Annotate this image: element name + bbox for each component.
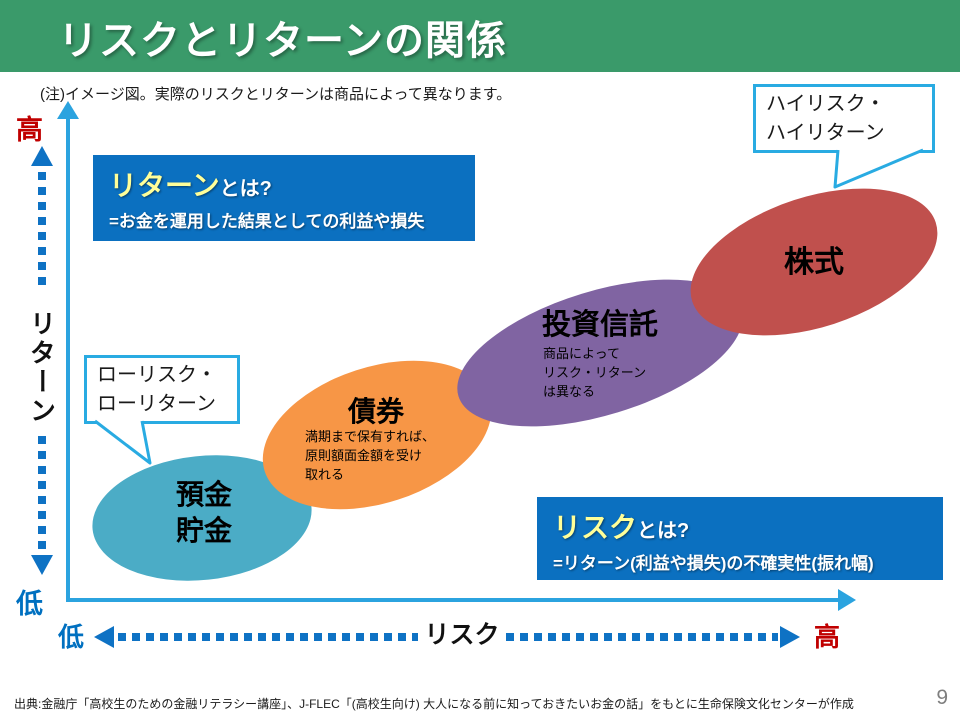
y-axis-arrow-icon [57,101,79,119]
x-axis-title: リスク [424,621,500,649]
low-risk-callout-line2: ローリターン [97,393,216,415]
y-dotted-line-upper [38,172,46,290]
fund-note-line2: リスク・リターン [543,364,647,380]
bond-note: 満期まで保有すれば、 原則額面金額を受け 取れる [305,428,455,485]
x-dotted-line-left [118,633,418,641]
title-bar [0,0,960,72]
slide-title: リスクとリターンの関係 [58,19,507,63]
risk-definition-box: リスクとは? =リターン(利益や損失)の不確実性(振れ幅) [537,497,943,580]
x-axis-line [66,598,840,602]
y-axis-high-label: 高 [16,115,43,145]
y-dotted-line-lower [38,436,46,550]
stock-label: 株式 [784,246,844,279]
fund-note-line1: 商品によって [543,346,620,361]
fund-note-line3: は異なる [543,383,596,399]
return-definition-box: リターンとは? =お金を運用した結果としての利益や損失 [93,155,475,241]
y-axis-title: リターン [26,310,57,426]
return-definition-heading: リターンとは? [109,164,459,204]
risk-term-suffix: とは? [637,520,690,542]
high-risk-callout: ハイリスク・ ハイリターン [753,84,935,153]
high-risk-callout-line1: ハイリスク・ [766,93,886,115]
dotted-arrow-left-icon [94,626,114,648]
bond-label: 債券 [347,396,404,427]
high-risk-callout-line2: ハイリターン [766,122,885,144]
fund-note: 商品によって リスク・リターン は異なる [543,345,693,402]
bond-note-line3: 取れる [305,466,345,482]
y-axis-low-label: 低 [16,589,43,619]
fund-label: 投資信託 [541,309,658,341]
risk-definition-heading: リスクとは? [553,506,927,546]
caveat-note: (注)イメージ図。実際のリスクとリターンは商品によって異なります。 [40,86,512,103]
dotted-arrow-up-icon [31,146,53,166]
x-axis-arrow-icon [838,589,856,611]
x-axis-high-label: 高 [814,622,841,652]
return-term-suffix: とは? [219,178,272,200]
return-definition-body: =お金を運用した結果としての利益や損失 [109,212,425,231]
dotted-arrow-down-icon [31,555,53,575]
risk-term: リスク [553,512,638,543]
deposit-label-line1: 預金 [175,479,232,510]
deposit-label: 預金 貯金 [148,477,260,550]
bond-note-line2: 原則額面金額を受け [305,447,423,463]
y-axis-line [66,116,70,602]
risk-definition-body: =リターン(利益や損失)の不確実性(振れ幅) [553,554,874,573]
x-axis-low-label: 低 [58,622,85,652]
high-risk-callout-tail [833,148,924,189]
low-risk-callout: ローリスク・ ローリターン [84,355,240,424]
dotted-arrow-right-icon [780,626,800,648]
bond-note-line1: 満期まで保有すれば、 [305,429,436,444]
deposit-label-line2: 貯金 [175,515,232,547]
page-number: 9 [936,686,948,709]
low-risk-callout-tail [94,419,152,465]
source-attribution: 出典:金融庁「高校生のための金融リテラシー講座」、J-FLEC「(高校生向け) … [14,697,854,711]
low-risk-callout-line1: ローリスク・ [97,364,217,386]
x-dotted-line-right [506,633,778,641]
return-term: リターン [109,170,220,201]
